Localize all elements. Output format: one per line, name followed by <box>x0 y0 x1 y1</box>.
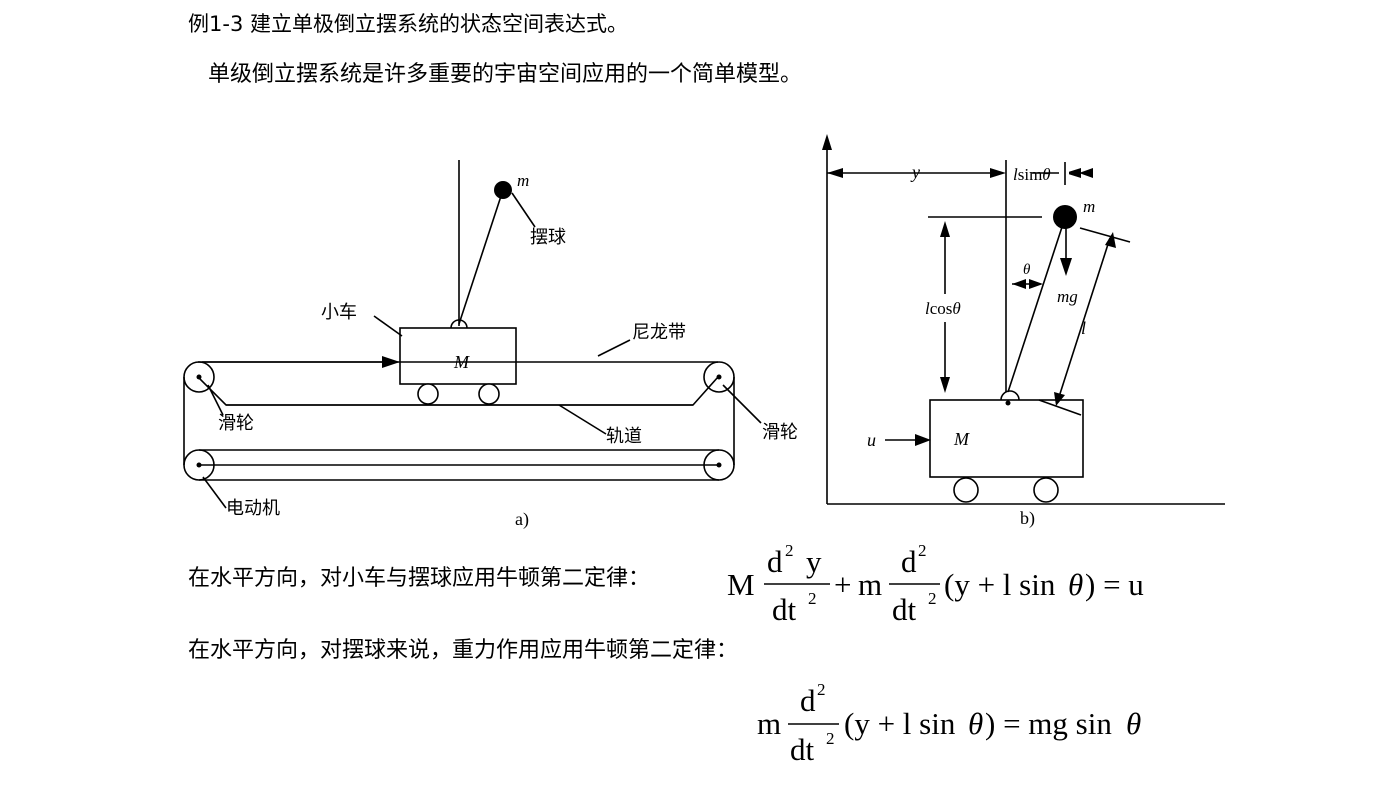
eq2-paren: (y + l sin <box>844 706 956 741</box>
example-title: 例1-3 建立单极倒立摆系统的状态空间表达式。 <box>188 12 628 36</box>
figure-b-theta-label: θ <box>1023 262 1031 278</box>
eq1-dt-exp: 2 <box>808 589 817 608</box>
intro-text: 单级倒立摆系统是许多重要的宇宙空间应用的一个简单模型。 <box>208 62 803 87</box>
eq1-close: ) = u <box>1085 567 1144 602</box>
figure-b-mg-label: mg <box>1057 287 1078 306</box>
figure-b-caption: b) <box>1020 508 1035 529</box>
figure-a-belt-label: 尼龙带 <box>632 322 686 343</box>
eq2-mid: ) = mg sin <box>985 706 1112 741</box>
eq1-d2: d <box>901 544 917 579</box>
figure-b-lcos-label: lcosθ <box>925 299 961 318</box>
figure-a-pulley-left-label: 滑轮 <box>218 413 254 434</box>
eq1-d: d <box>767 544 783 579</box>
figure-b-lsin-label: lsimθ <box>1013 165 1051 184</box>
figure-b-lcos-l: l <box>925 299 930 318</box>
figure-b-lcos-theta: θ <box>952 299 960 318</box>
figure-a-inverted-pendulum-apparatus: m 摆球 小车 M 尼龙带 滑轮 滑轮 轨道 电动机 a) <box>183 160 798 530</box>
eq2-m: m <box>757 706 781 741</box>
eq1-dt2-exp: 2 <box>928 589 937 608</box>
equation2-label: 在水平方向，对摆球来说，重力作用应用牛顿第二定律： <box>188 638 739 663</box>
eq2-dt: dt <box>790 732 815 767</box>
figure-a-cart-mass: M <box>453 352 470 372</box>
eq1-plus: + <box>834 567 851 602</box>
eq2-theta: θ <box>968 706 983 741</box>
figure-b-lsin-rest: sim <box>1018 165 1043 184</box>
figure-b-y-label: y <box>910 162 920 182</box>
figure-a-cart-label: 小车 <box>321 302 357 323</box>
figure-a-caption: a) <box>515 509 529 530</box>
eq1-theta: θ <box>1068 567 1083 602</box>
eq1-d2-exp: 2 <box>918 541 927 560</box>
figure-b-lsin-theta: θ <box>1042 165 1050 184</box>
figure-b-l-label: l <box>1081 318 1086 338</box>
figure-b-ball-mass: m <box>1083 197 1095 216</box>
eq1-d-exp: 2 <box>785 541 794 560</box>
figure-b-cart-mass: M <box>953 429 970 449</box>
eq2-d: d <box>800 683 816 718</box>
equation1-label: 在水平方向，对小车与摆球应用牛顿第二定律： <box>188 566 651 591</box>
figure-b-free-body-diagram: y lsimθ m θ mg lcosθ l u M b) <box>822 134 1225 529</box>
figure-a-track-label: 轨道 <box>606 426 642 447</box>
eq1-y: y <box>806 544 822 579</box>
figure-b-lsin-l: l <box>1013 165 1018 184</box>
figure-a-ball-mass: m <box>517 171 529 190</box>
eq2-d-exp: 2 <box>817 680 826 699</box>
eq1-paren: (y + l sin <box>944 567 1056 602</box>
equation1: M d 2 y dt 2 + m d 2 dt 2 (y + l sin θ )… <box>727 541 1144 627</box>
eq1-M: M <box>727 567 755 602</box>
figure-a-motor-label: 电动机 <box>226 498 280 519</box>
figure-b-lcos-rest: cos <box>930 299 953 318</box>
eq1-m: m <box>858 567 882 602</box>
figure-b-u-label: u <box>867 430 876 450</box>
eq1-dt2: dt <box>892 592 917 627</box>
figure-a-pulley-right-label: 滑轮 <box>762 422 798 443</box>
eq2-dt-exp: 2 <box>826 729 835 748</box>
eq1-dt: dt <box>772 592 797 627</box>
eq2-theta2: θ <box>1126 706 1141 741</box>
equation2: m d 2 dt 2 (y + l sin θ ) = mg sin θ <box>757 680 1141 767</box>
figure-a-ball-label: 摆球 <box>530 227 566 248</box>
